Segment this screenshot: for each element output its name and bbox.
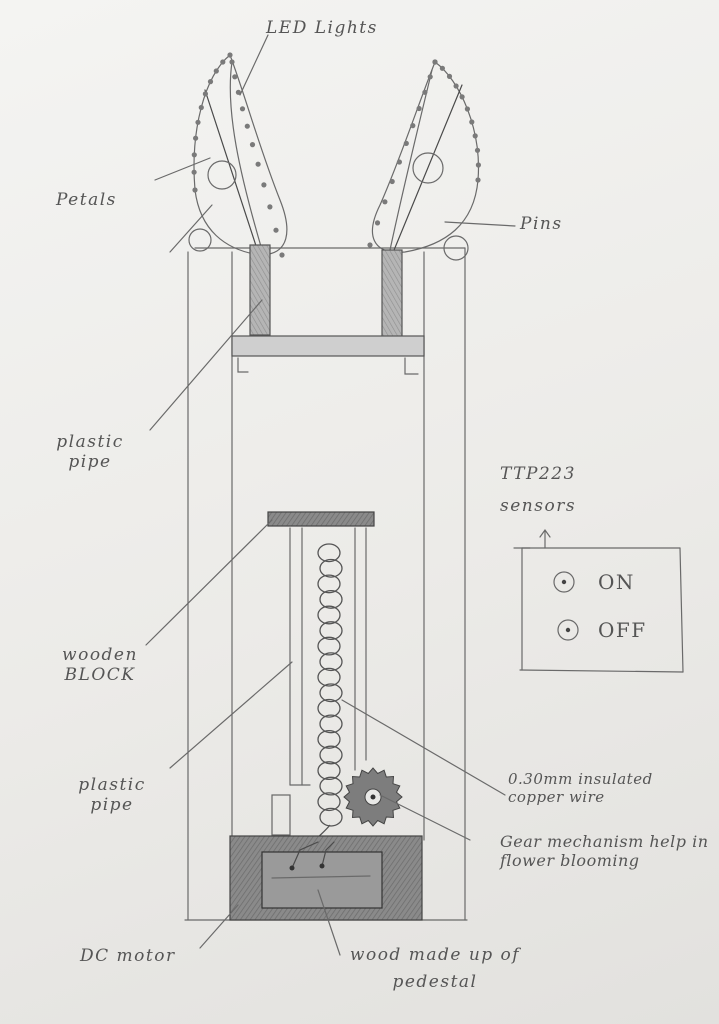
leader-lines	[145, 34, 516, 956]
led-lights-label: LED Lights	[266, 18, 378, 38]
on-button-dot	[561, 579, 567, 585]
on-button[interactable]	[553, 571, 575, 593]
wood-pedestal-label: wood made up of pedestal	[349, 945, 521, 993]
gear	[343, 767, 403, 827]
inner-plastic-pipe	[289, 527, 367, 786]
spring-coil	[317, 574, 341, 594]
right-petal	[371, 61, 480, 261]
wooden-block-label: wooden BLOCK	[62, 645, 138, 686]
right-top-pipe	[381, 249, 403, 339]
led-light-dot	[382, 199, 388, 205]
copper-wire-spring	[299, 543, 343, 861]
motor-terminal-left	[289, 865, 295, 871]
pins-label: Pins	[520, 214, 563, 234]
spring-coil	[319, 589, 343, 609]
spring-coil	[319, 558, 343, 578]
left-petal	[188, 54, 288, 259]
led-light-dot	[422, 89, 428, 95]
spring-coil	[319, 683, 343, 703]
led-light-dot	[232, 74, 238, 80]
led-light-dot	[249, 142, 256, 148]
led-light-dot	[453, 83, 459, 89]
led-light-dot	[475, 177, 481, 183]
led-light-dot	[261, 182, 267, 188]
spring-coil	[317, 543, 341, 563]
dc-motor-label: DC motor	[80, 946, 176, 966]
spring-coil	[319, 621, 343, 641]
petals-label: Petals	[56, 190, 117, 210]
spring-coil	[319, 807, 343, 827]
led-light-dot	[227, 52, 233, 58]
led-light-dot	[195, 119, 201, 125]
led-light-dot	[427, 74, 433, 80]
spring-coil	[319, 652, 343, 672]
led-light-dot	[374, 220, 381, 226]
gear-mechanism-label: Gear mechanism help in flower blooming	[500, 832, 709, 871]
plastic-pipe-bottom-label: plastic pipe	[78, 775, 146, 816]
led-light-dot	[193, 135, 199, 141]
spring-coil	[317, 636, 341, 656]
right-petal-led-dots	[367, 59, 481, 248]
led-light-dot	[279, 252, 285, 258]
led-light-dot	[213, 68, 219, 74]
spring-coil	[317, 761, 341, 781]
led-light-dot	[192, 187, 198, 193]
led-light-dot	[403, 140, 409, 146]
support-post	[271, 794, 291, 836]
led-light-dot	[198, 104, 204, 111]
gear-axle	[370, 794, 376, 800]
led-light-dot	[191, 169, 197, 175]
led-light-dot	[244, 123, 250, 129]
led-light-dot	[191, 152, 197, 158]
off-button-dot	[565, 627, 571, 633]
ttp223-sensor-box	[513, 528, 684, 673]
led-light-dot	[475, 162, 481, 168]
cross-bar	[231, 335, 425, 357]
led-light-dot	[469, 119, 475, 125]
spring-coil	[319, 776, 343, 796]
spring-coil	[317, 729, 341, 749]
led-light-dot	[202, 91, 208, 97]
led-light-dot	[207, 79, 214, 85]
off-label: OFF	[598, 618, 647, 642]
led-light-dot	[367, 242, 373, 248]
led-light-dot	[439, 65, 445, 71]
led-light-dot	[432, 59, 438, 65]
spring-coil	[317, 605, 341, 625]
spring-coil	[317, 792, 341, 812]
spring-coil	[319, 745, 343, 765]
led-light-dot	[267, 204, 273, 210]
off-button[interactable]	[557, 619, 579, 641]
led-light-dot	[459, 94, 465, 100]
led-light-dot	[410, 123, 416, 129]
led-light-dot	[255, 161, 261, 167]
led-light-dot	[389, 178, 395, 185]
led-light-dot	[273, 227, 279, 233]
ttp223-sensors-label: TTP223 sensors	[500, 464, 577, 517]
left-top-pipe	[249, 244, 271, 336]
spring-coil	[317, 698, 341, 718]
plastic-pipe-top-label: plastic pipe	[56, 432, 124, 473]
led-light-dot	[472, 133, 478, 139]
led-light-dot	[235, 89, 241, 95]
led-light-dot	[446, 73, 453, 79]
left-petal-led-dots	[191, 52, 285, 258]
spring-coil	[319, 714, 343, 734]
dc-motor	[261, 851, 383, 909]
led-light-dot	[229, 59, 235, 65]
led-light-dot	[239, 106, 246, 112]
spring-coil	[317, 667, 341, 687]
motor-terminal-right	[319, 863, 325, 869]
led-light-dot	[396, 159, 402, 165]
led-light-dot	[416, 105, 422, 112]
on-label: ON	[598, 570, 635, 594]
led-light-dot	[474, 147, 481, 153]
copper-wire-label: 0.30mm insulated copper wire	[508, 770, 653, 806]
led-light-dot	[464, 106, 470, 112]
wooden-block	[267, 511, 375, 527]
led-light-dot	[220, 59, 226, 65]
